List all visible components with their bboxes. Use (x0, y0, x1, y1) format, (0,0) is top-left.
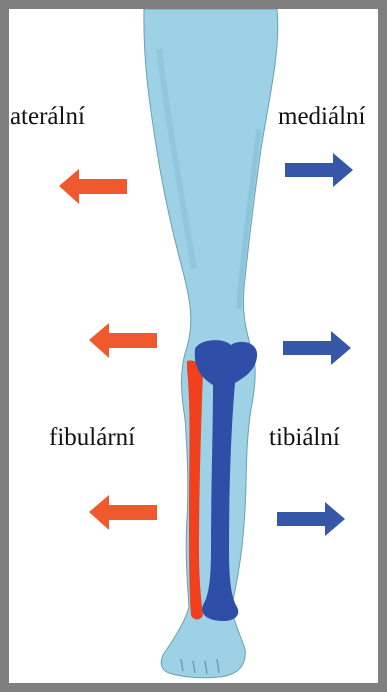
arrow-lateral-middle-icon (89, 323, 157, 358)
label-fibular: fibulární (49, 425, 135, 450)
figure-frame: laterální mediální fibulární tibiální (9, 9, 378, 683)
label-tibial: tibiální (269, 425, 340, 450)
label-medial: mediální (278, 104, 365, 129)
arrow-medial-top-icon (285, 153, 353, 187)
arrow-lateral-bottom-icon (89, 495, 157, 530)
arrow-lateral-top-icon (59, 169, 127, 204)
label-lateral: laterální (9, 104, 85, 129)
arrow-medial-middle-icon (283, 331, 351, 365)
arrow-medial-bottom-icon (277, 502, 345, 536)
